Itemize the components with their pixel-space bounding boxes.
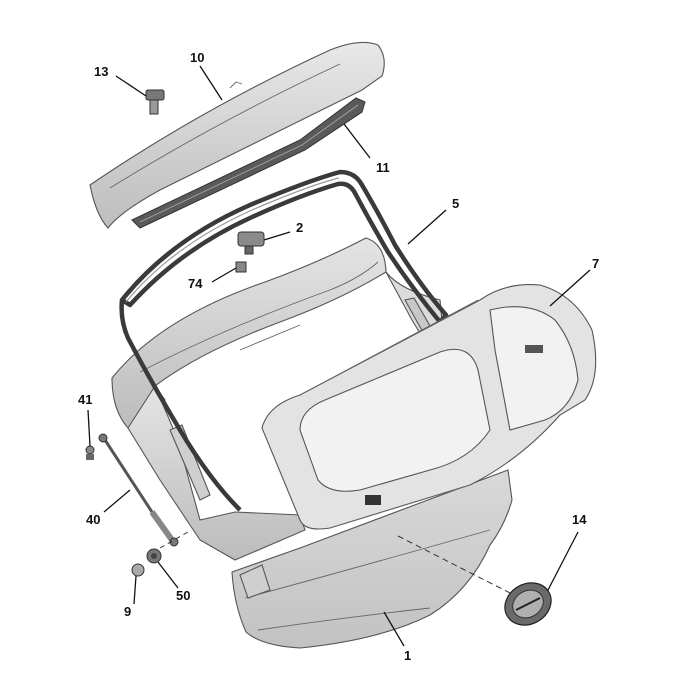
leader-lines bbox=[87, 65, 591, 647]
roof-spoiler bbox=[89, 41, 385, 229]
callout-74: 74 bbox=[188, 276, 203, 291]
badge-emblem-part-14 bbox=[504, 582, 552, 626]
inner-trim-panel bbox=[261, 284, 597, 530]
callout-5: 5 bbox=[452, 196, 459, 211]
callout-41: 41 bbox=[78, 392, 92, 407]
callout-50: 50 bbox=[176, 588, 190, 603]
callout-40: 40 bbox=[86, 512, 100, 527]
clip-part-74 bbox=[235, 261, 247, 273]
connector-part-13 bbox=[145, 89, 165, 115]
callout-14: 14 bbox=[572, 512, 587, 527]
spoiler-seal-strip bbox=[131, 97, 366, 229]
callout-7: 7 bbox=[592, 256, 599, 271]
callout-9: 9 bbox=[124, 604, 131, 619]
callout-11: 11 bbox=[376, 160, 390, 175]
callout-labels: 13 10 11 5 2 74 7 41 40 14 9 50 1 bbox=[78, 50, 599, 663]
callout-13: 13 bbox=[94, 64, 108, 79]
callout-1: 1 bbox=[404, 648, 411, 663]
gas-strut-part-40 bbox=[98, 433, 179, 547]
lock-switch-part-2 bbox=[237, 231, 265, 255]
callout-2: 2 bbox=[296, 220, 303, 235]
tailgate-lower-skin bbox=[231, 469, 513, 649]
bump-stop-part-9 bbox=[131, 563, 145, 577]
buffer-part-50 bbox=[146, 548, 162, 564]
callout-10: 10 bbox=[190, 50, 204, 65]
assembly-guides bbox=[159, 531, 513, 595]
ball-stud-part-41 bbox=[85, 445, 95, 460]
